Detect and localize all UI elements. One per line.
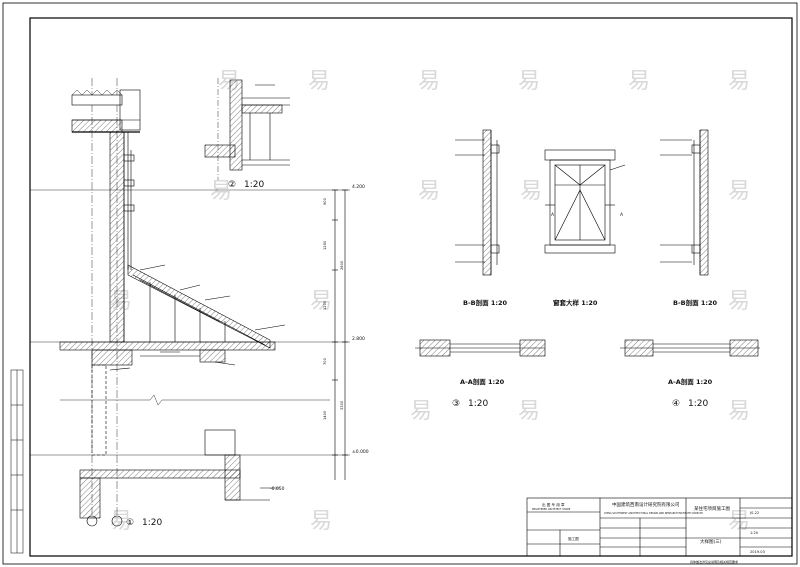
svg-text:易: 易 (518, 69, 540, 94)
title-block (526, 497, 793, 557)
section-bb-right-title: B-B剖面 1:20 (673, 298, 718, 307)
section-aa-right-title: A-A剖面 1:20 (668, 377, 713, 386)
sheet-number: JS-22 (749, 511, 759, 515)
dim-900: 900 (323, 197, 327, 205)
detail-1-wall-section (30, 78, 350, 527)
detail-2-number: ② (228, 180, 236, 190)
svg-text:易: 易 (728, 509, 750, 534)
svg-text:易: 易 (210, 179, 232, 204)
company-name-en: CHINA SOUTHWEST ARCHITECTURAL DESIGN AND… (604, 512, 703, 515)
marker-a-right: A (620, 212, 624, 218)
dim-2800: 2800 (340, 260, 344, 270)
detail-2-scale: 1:20 (244, 180, 264, 190)
svg-text:易: 易 (308, 69, 330, 94)
detail-4-scale: 1:20 (688, 399, 708, 409)
level-minus: -0.050 (270, 486, 285, 492)
detail-2-eave (204, 78, 290, 180)
detail-4-number: ④ (672, 399, 680, 409)
detail-3-scale: 1:20 (468, 399, 488, 409)
dim-3300: 3300 (340, 400, 344, 410)
svg-text:易: 易 (728, 179, 750, 204)
svg-text:易: 易 (728, 399, 750, 424)
company-name: 中国建筑西南设计研究院有限公司 (612, 501, 680, 508)
sheet-date: 2019.03 (750, 550, 765, 554)
sheet-scale: 1:20 (750, 531, 759, 535)
dim-1250: 1250 (323, 240, 327, 250)
dim-1200: 1200 (323, 300, 327, 310)
marker-a-left: A (551, 212, 555, 218)
binding-strip (10, 369, 24, 554)
detail-3-number: ③ (452, 399, 460, 409)
detail-1-scale: 1:20 (142, 518, 162, 528)
stamp-subtitle: REGISTERED ARCHITECT STAMP (532, 508, 571, 511)
title-block-text: 出 图 专 用 章 REGISTERED ARCHITECT STAMP 施工图… (532, 501, 765, 564)
svg-text:易: 易 (310, 289, 332, 314)
window-labels: B-B剖面 1:20 窗套大样 1:20 B-B剖面 1:20 A-A剖面 1:… (452, 212, 718, 409)
svg-text:易: 易 (418, 179, 440, 204)
window-sections (415, 129, 760, 357)
detail-1-number: ① (126, 518, 134, 528)
sheet-inner-frame (29, 17, 793, 557)
svg-text:易: 易 (628, 69, 650, 94)
level-4200: 4.200 (352, 184, 365, 190)
stamp-title: 出 图 专 用 章 (542, 502, 565, 507)
svg-text:易: 易 (410, 399, 432, 424)
dim-1400: 1400 (323, 410, 327, 420)
svg-text:易: 易 (418, 69, 440, 94)
svg-text:易: 易 (728, 69, 750, 94)
sheet-title: 大样图(三) (700, 538, 722, 545)
svg-text:易: 易 (518, 399, 540, 424)
level-1500: ±0.000 (352, 449, 369, 455)
svg-text:易: 易 (520, 179, 542, 204)
level-2800: 2.800 (352, 336, 365, 342)
detail-1-labels: 4.200 2.800 ±0.000 -0.050 900 1250 2800 … (126, 184, 369, 528)
svg-text:易: 易 (310, 509, 332, 534)
section-bb-left-title: B-B剖面 1:20 (463, 298, 508, 307)
dim-700: 700 (323, 357, 327, 365)
detail-2-labels: ② 1:20 (228, 180, 264, 190)
svg-text:易: 易 (110, 509, 132, 534)
section-aa-left-title: A-A剖面 1:20 (460, 377, 505, 386)
svg-text:易: 易 (728, 289, 750, 314)
window-elevation-title: 窗套大样 1:20 (553, 298, 598, 307)
phase: 施工图 (568, 536, 579, 541)
footer-note: 具体做法详见总说明及相关规范要求 (690, 559, 738, 564)
project-name: 某住宅项目施工图 (694, 505, 730, 512)
